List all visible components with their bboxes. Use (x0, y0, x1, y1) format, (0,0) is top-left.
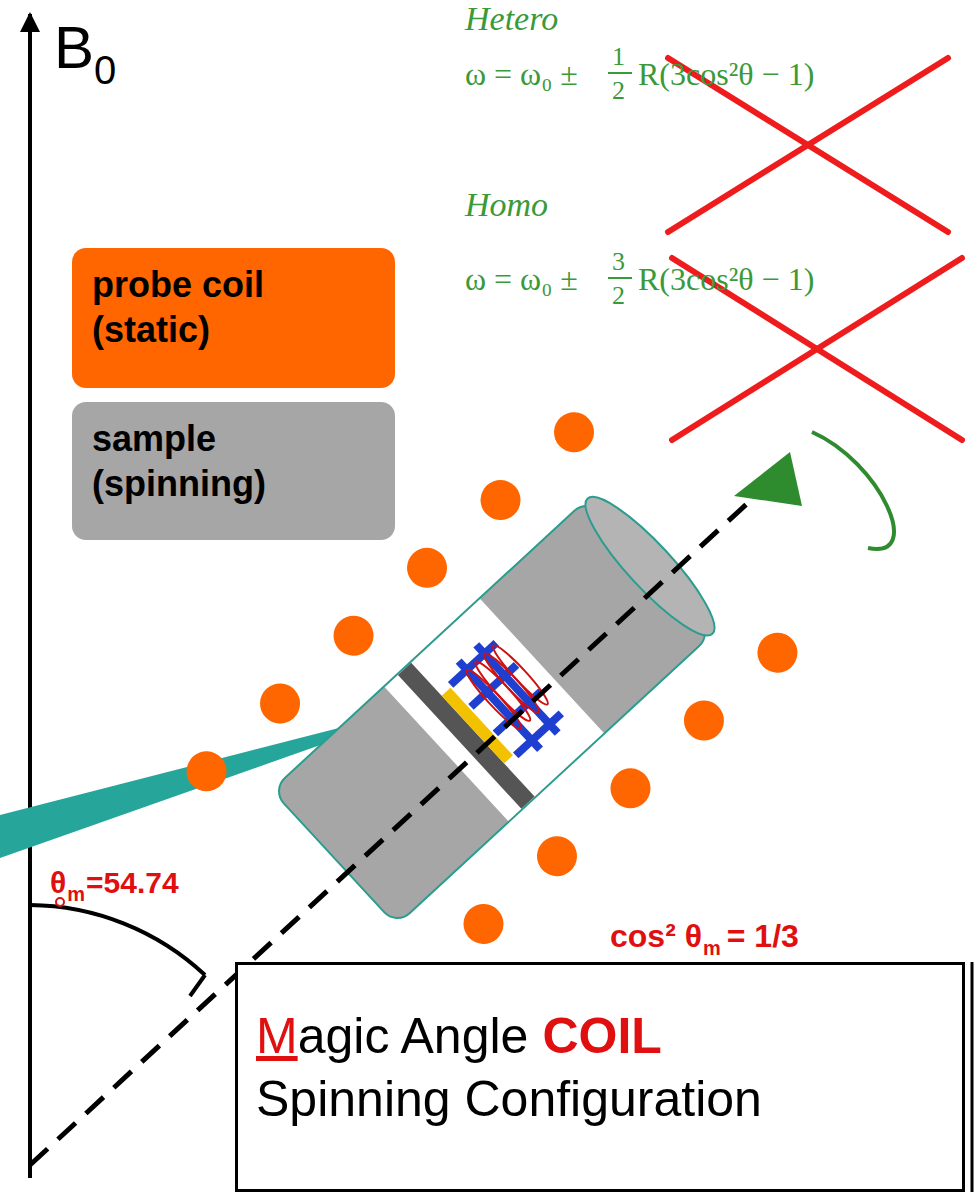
heading: Homo (465, 188, 548, 222)
coil-dot (325, 607, 382, 664)
coil-dot (529, 828, 586, 885)
rotation-arrowhead (734, 452, 802, 506)
angle-label: m (67, 884, 85, 904)
angle-tick (190, 975, 205, 996)
rotor (272, 484, 729, 926)
fraction-bar (608, 72, 632, 74)
angle-arc (30, 905, 205, 975)
coil-dot (472, 472, 529, 529)
angle-formula: = 1/3 (727, 920, 799, 952)
node-text: Spinning Configuration (256, 1068, 762, 1131)
node-text: sample (spinning) (92, 416, 375, 506)
coil-dot (602, 760, 659, 817)
coil-dot (546, 404, 603, 461)
coil-dot (676, 692, 733, 749)
node-text: COIL (542, 1005, 661, 1068)
coil-dot (252, 675, 309, 732)
equation: ω = ω₀ ± (465, 263, 578, 295)
coil-dot (399, 540, 456, 597)
box-edge (971, 962, 974, 1192)
b0-axis (28, 14, 32, 1178)
angle-label: θ (50, 868, 66, 898)
angle-formula: cos² θ (610, 920, 702, 952)
field-label: 0 (94, 50, 116, 90)
angle-formula: m (703, 938, 721, 958)
macs-box: Magic AngleCOILSpinning Configuration (235, 962, 965, 1192)
coil-dot (455, 896, 512, 953)
heading: Hetero (465, 2, 558, 36)
angle-label: =54.74 (86, 868, 179, 898)
probe-coil-box: probe coil (static) (72, 248, 395, 388)
node-text: probe coil (static) (92, 262, 375, 352)
equation: R(3cos²θ − 1) (638, 263, 814, 295)
degree-mark (56, 898, 64, 906)
equation: 2 (612, 78, 625, 104)
field-label: B (54, 18, 94, 78)
equation: 1 (612, 44, 625, 70)
equation: 3 (612, 249, 625, 275)
equation: ω = ω₀ ± (465, 58, 578, 90)
rotation-arrow (812, 432, 894, 549)
coil-dot (749, 624, 806, 681)
sample-box: sample (spinning) (72, 402, 395, 540)
coil-dot (178, 743, 235, 800)
equation: 2 (612, 283, 625, 309)
cross-out (668, 58, 962, 440)
equation: R(3cos²θ − 1) (638, 58, 814, 90)
fraction-bar (608, 277, 632, 279)
node-text: Magic Angle (256, 1005, 528, 1068)
